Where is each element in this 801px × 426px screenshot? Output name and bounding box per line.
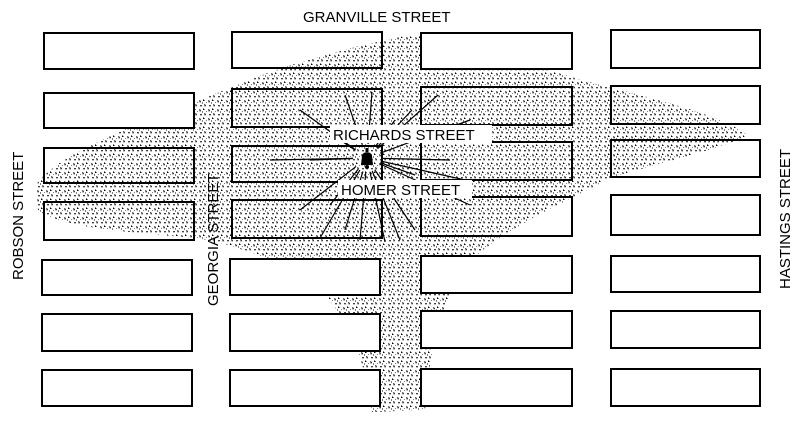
city-block: [420, 86, 573, 126]
city-block: [610, 29, 761, 69]
city-block: [610, 255, 761, 293]
sound-ray: [374, 169, 416, 231]
city-block: [420, 196, 573, 237]
street-label-richards: RICHARDS STREET: [333, 127, 475, 144]
city-block: [229, 258, 381, 296]
city-block: [610, 85, 761, 125]
city-block: [420, 255, 573, 294]
city-block: [43, 201, 195, 241]
city-blocks: [41, 29, 761, 407]
sound-ray: [380, 157, 451, 161]
sound-ray: [380, 160, 466, 181]
city-block: [420, 32, 573, 70]
city-block: [43, 32, 195, 70]
city-block: [43, 92, 195, 129]
street-label-robson: ROBSON STREET: [10, 152, 27, 280]
city-block: [610, 368, 761, 407]
city-block: [231, 145, 383, 183]
city-block: [229, 369, 381, 407]
city-block: [41, 313, 193, 352]
street-label-granville: GRANVILLE STREET: [303, 9, 451, 26]
sound-ray: [269, 157, 354, 161]
city-block: [231, 31, 383, 69]
city-block: [43, 147, 195, 184]
city-block: [229, 313, 381, 352]
city-block: [231, 199, 383, 239]
street-label-georgia: GEORGIA STREET: [205, 173, 222, 306]
city-block: [41, 259, 193, 296]
city-block: [420, 141, 573, 181]
sound-ray: [299, 109, 356, 151]
city-block: [231, 88, 383, 128]
city-block: [41, 369, 193, 407]
city-block: [420, 310, 573, 349]
city-block: [610, 194, 761, 236]
bell-icon: [361, 148, 373, 169]
city-block: [610, 139, 761, 178]
sound-spread-area: [36, 35, 748, 412]
street-label-hastings: HASTINGS STREET: [777, 149, 794, 289]
city-block: [610, 310, 761, 349]
sound-ray: [379, 162, 416, 176]
sound-ray: [299, 166, 357, 211]
city-block: [420, 368, 573, 407]
street-label-homer: HOMER STREET: [341, 182, 460, 199]
